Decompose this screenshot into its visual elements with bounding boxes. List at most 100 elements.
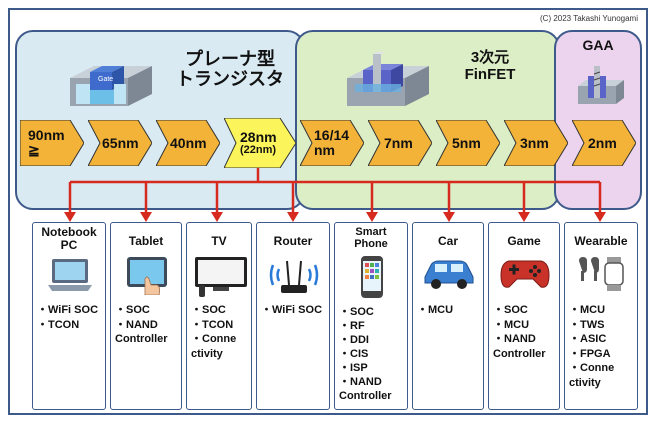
node-3nm: 3nm [504,120,568,166]
chip-item: ・TWS [569,318,605,331]
smartphone-title-line1: Smart [355,226,387,238]
connector-arrows [64,168,606,222]
chip-item: ・MCU [493,318,530,331]
chip-item: ・DDI [339,334,369,346]
node-5nm-label: 5nm [452,134,481,151]
device-tv: TV ・SOC ・TCON ・Conne ctivity [186,222,252,410]
node-28nm-label: 28nm [240,128,277,145]
node-5nm: 5nm [436,120,500,166]
device-tablet-chips: ・SOC ・NAND Controller [115,303,179,347]
device-smartphone: Smart Phone ・SOC ・RF ・DDI ・CIS ・ISP ・NAN… [334,222,408,410]
device-router-chips: ・WiFi SOC [261,303,327,318]
node-2nm-label: 2nm [588,134,617,151]
smartphone-title-line2: Phone [354,237,388,250]
node-2nm: 2nm [572,120,636,166]
chip-item: ・NAND [115,318,158,331]
notebook-title-line2: PC [60,237,78,252]
wearable-icon [579,257,624,291]
chip-item: ・MCU [569,304,606,316]
finfet-title-line2: FinFET [464,65,516,83]
device-wearable: Wearable ・MCU ・TWS ・ASIC ・FPGA ・Conne ct… [564,222,638,410]
tv-icon [195,257,247,297]
device-router: Router ・WiFi SOC [256,222,330,410]
finfet-title-line1: 3次元 [470,49,510,66]
chip-item: ・ASIC [569,333,607,345]
chip-item: ・SOC [191,304,226,316]
device-wearable-chips: ・MCU ・TWS ・ASIC ・FPGA ・Conne ctivity [569,303,635,390]
planar-title-line1: プレーナ型 [185,49,275,69]
chip-item: ・SOC [493,304,528,316]
node-3nm-label: 3nm [520,134,549,151]
node-90nm-label: 90nm [28,127,65,144]
chip-item: ・SOC [115,304,150,316]
device-game-chips: ・SOC ・MCU ・NAND Controller [493,303,557,361]
planar-title-line2: トランジスタ [176,68,284,89]
node-65nm-label: 65nm [102,134,139,151]
chip-item: Controller [339,390,392,402]
router-icon [269,260,319,293]
node-28nm: 28nm(22nm) [224,118,296,168]
node-40nm: 40nm [156,120,220,166]
device-wearable-title: Wearable [574,234,628,248]
node-16-14nm-label: 16/14 [314,127,350,144]
device-car: Car ・MCU [412,222,484,410]
laptop-icon [48,259,92,291]
chip-item: ・NAND [339,376,382,388]
copyright-notice: (C) 2023 Takashi Yunogami [540,14,638,23]
notebook-title-line1: Notebook [41,225,97,239]
device-notebook-title: Notebook PC [33,226,105,251]
device-router-title: Router [273,234,313,248]
chip-item: ・MCU [417,304,454,316]
node-16-14nm-unit: nm [314,142,335,158]
chip-item: ・TCON [191,318,234,331]
chip-item: ctivity [569,376,601,389]
node-90nm: 90nm≧ [20,120,84,166]
node-65nm: 65nm [88,120,152,166]
chip-item: ・NAND [493,333,536,345]
gate-label: Gate [98,76,113,83]
device-car-title: Car [437,234,458,248]
device-notebook-chips: ・WiFi SOC ・TCON [37,303,103,332]
car-icon [424,260,474,289]
game-controller-icon [500,260,550,288]
gaa-era-title: GAA [582,37,614,53]
chip-item: ・SOC [339,306,374,318]
gaa-transistor-icon [578,66,624,104]
device-smartphone-chips: ・SOC ・RF ・DDI ・CIS ・ISP ・NAND Controller [339,305,405,403]
device-notebook-pc: Notebook PC ・WiFi SOC ・TCON [32,222,106,410]
chip-item: ・TCON [37,318,80,331]
chip-item: Controller [493,347,546,360]
node-22nm-label: (22nm) [240,143,277,156]
finfet-era-title: 3次元 FinFET [450,49,530,83]
node-40nm-label: 40nm [170,134,207,151]
device-tv-chips: ・SOC ・TCON ・Conne ctivity [191,303,249,361]
device-tablet-title: Tablet [128,234,164,248]
smartphone-icon [361,256,383,298]
chip-item: ・Conne [191,333,237,345]
node-7nm: 7nm [368,120,432,166]
device-tv-title: TV [211,234,227,248]
chip-item: ・Conne [569,362,615,374]
node-90nm-symbol: ≧ [28,142,40,158]
chip-item: ・FPGA [569,347,611,360]
device-game: Game ・SOC ・MCU ・NAND Controller [488,222,560,410]
chip-item: ・ISP [339,362,368,374]
chip-item: ctivity [191,347,223,360]
tablet-icon [127,257,167,295]
finfet-transistor-icon [347,52,429,106]
chip-item: ・RF [339,320,365,332]
planar-transistor-icon: Gate [70,66,152,106]
device-game-title: Game [507,234,541,248]
chip-item: ・CIS [339,348,369,360]
chip-item: ・WiFi SOC [37,304,99,316]
device-tablet: Tablet ・SOC ・NAND Controller [110,222,182,410]
chip-item: Controller [115,333,168,345]
node-7nm-label: 7nm [384,134,413,151]
chip-item: ・WiFi SOC [261,304,323,316]
device-car-chips: ・MCU [417,303,481,318]
planar-era-title: プレーナ型 トランジスタ [170,49,290,90]
gaa-era-panel [554,30,642,210]
device-smartphone-title: Smart Phone [335,226,407,250]
diagram-frame: (C) 2023 Takashi Yunogami Gate プレーナ型 トラン… [8,8,648,415]
